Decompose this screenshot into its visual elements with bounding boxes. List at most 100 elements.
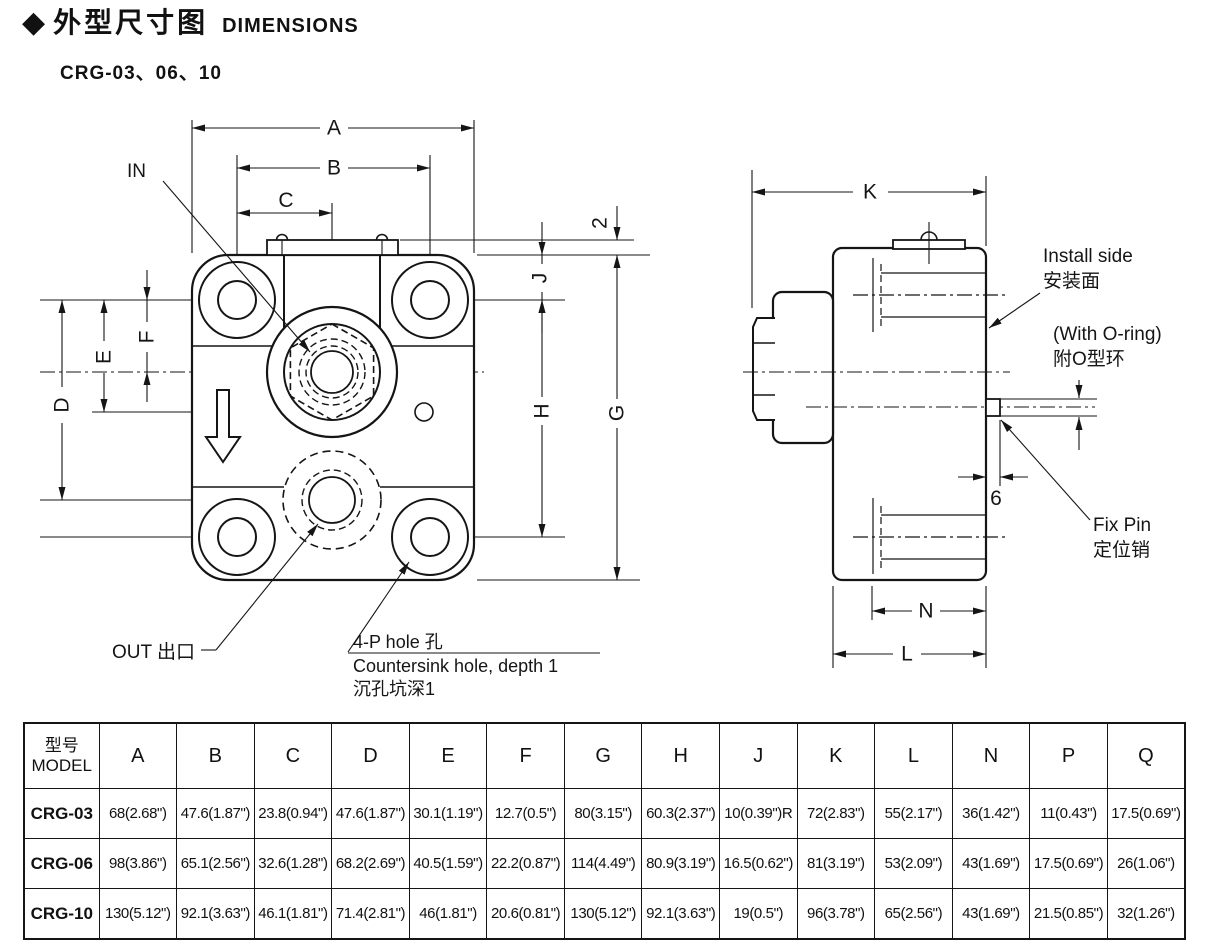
table-header-row: 型号 MODEL A B C D E F G H J K L N P Q bbox=[23, 722, 1186, 789]
side-view-annotations: Install side 安装面 (With O-ring) 附O型环 Fix … bbox=[988, 246, 1162, 561]
dim-cell: 17.5(0.69") bbox=[1029, 838, 1108, 889]
front-view-dimension-lines bbox=[58, 124, 621, 580]
dim-label-2: 2 bbox=[589, 217, 612, 229]
table-header-col: H bbox=[641, 722, 720, 789]
dim-label-6: 6 bbox=[990, 487, 1002, 510]
dimension-drawings: A B C D E F J H G 2 IN OUT 出口 4-P hole 孔… bbox=[40, 117, 1162, 699]
side-view-drawing: K N L 6 Install side 安装面 (With O-ring) 附… bbox=[743, 170, 1162, 668]
install-side-label-zh: 安装面 bbox=[1043, 270, 1100, 292]
dim-cell: 40.5(1.59") bbox=[408, 838, 488, 889]
dim-cell: 65.1(2.56") bbox=[176, 838, 255, 889]
dim-label-e: E bbox=[93, 350, 116, 364]
table-header-col: J bbox=[719, 722, 798, 789]
oring-label-en: (With O-ring) bbox=[1053, 324, 1162, 345]
model-cell: CRG-10 bbox=[23, 888, 100, 940]
top-bolt-bore bbox=[853, 258, 1005, 332]
hole-note-line3: 沉孔坑深1 bbox=[353, 679, 435, 699]
cartridge-flange bbox=[771, 290, 835, 445]
table-row: CRG-06 98(3.86") 65.1(2.56") 32.6(1.28")… bbox=[23, 838, 1186, 889]
countersink-note: 4-P hole 孔 Countersink hole, depth 1 沉孔坑… bbox=[353, 632, 558, 699]
dim-cell: 80.9(3.19") bbox=[641, 838, 720, 889]
dim-cell: 72(2.83") bbox=[796, 788, 876, 839]
table-header-model-zh: 型号 bbox=[44, 736, 79, 755]
dim-label-f: F bbox=[136, 331, 159, 344]
table-header-col: Q bbox=[1106, 722, 1186, 789]
dim-label-c: C bbox=[278, 189, 293, 212]
dim-cell: 92.1(3.63") bbox=[641, 888, 720, 940]
dim-cell: 65(2.56") bbox=[874, 888, 953, 940]
dim-cell: 46(1.81") bbox=[408, 888, 488, 940]
dim-cell: 10(0.39")R bbox=[719, 788, 798, 839]
dim-cell: 130(5.12") bbox=[563, 888, 643, 940]
dim-label-b: B bbox=[327, 157, 341, 180]
table-row: CRG-10 130(5.12") 92.1(3.63") 46.1(1.81"… bbox=[23, 888, 1186, 940]
front-view-body bbox=[190, 233, 476, 582]
dim-cell: 26(1.06") bbox=[1106, 838, 1186, 889]
hex-plug-side bbox=[752, 317, 775, 421]
page-title-zh: 外型尺寸图 bbox=[53, 7, 209, 38]
dim-label-g: G bbox=[606, 405, 629, 421]
dim-cell: 47.6(1.87") bbox=[331, 788, 410, 839]
side-view-body bbox=[743, 222, 1097, 582]
front-view-dimension-labels: A B C D E F J H G 2 bbox=[51, 117, 629, 422]
oring-label-zh: 附O型环 bbox=[1053, 348, 1125, 370]
page-title: ◆ 外型尺寸图 DIMENSIONS bbox=[22, 6, 359, 40]
dim-cell: 43(1.69") bbox=[951, 888, 1031, 940]
dim-cell: 43(1.69") bbox=[951, 838, 1031, 889]
dim-cell: 60.3(2.37") bbox=[641, 788, 720, 839]
fix-pin bbox=[985, 398, 1001, 417]
dim-cell: 68(2.68") bbox=[98, 788, 178, 839]
model-cell: CRG-03 bbox=[23, 788, 100, 839]
install-side-leader-line bbox=[988, 292, 1041, 329]
hole-note-line2: Countersink hole, depth 1 bbox=[353, 656, 558, 676]
dim-cell: 68.2(2.69") bbox=[331, 838, 410, 889]
dim-label-j: J bbox=[529, 273, 552, 284]
dim-cell: 53(2.09") bbox=[874, 838, 953, 889]
mounting-tab bbox=[266, 239, 399, 256]
front-view-drawing: A B C D E F J H G 2 IN OUT 出口 4-P hole 孔… bbox=[40, 117, 650, 699]
dim-cell: 30.1(1.19") bbox=[408, 788, 488, 839]
side-view-dimension-lines bbox=[751, 170, 1083, 668]
dim-label-d: D bbox=[51, 397, 74, 412]
table-header-col: E bbox=[408, 722, 488, 789]
table-header-model: 型号 MODEL bbox=[23, 722, 100, 789]
fix-pin-leader-line bbox=[1000, 419, 1091, 521]
dim-label-l: L bbox=[901, 643, 913, 666]
dim-cell: 36(1.42") bbox=[951, 788, 1031, 839]
side-view-dimension-labels: K N L 6 bbox=[863, 181, 1002, 666]
table-header-col: L bbox=[874, 722, 953, 789]
dim-cell: 20.6(0.81") bbox=[486, 888, 565, 940]
dim-label-k: K bbox=[863, 181, 877, 204]
table-header-col: N bbox=[951, 722, 1031, 789]
diamond-icon: ◆ bbox=[22, 6, 46, 39]
table-header-col: K bbox=[796, 722, 876, 789]
dim-cell: 92.1(3.63") bbox=[176, 888, 255, 940]
fix-pin-label-zh: 定位销 bbox=[1093, 539, 1150, 561]
dim-cell: 46.1(1.81") bbox=[253, 888, 333, 940]
dim-label-n: N bbox=[918, 600, 933, 623]
dimensions-table: 型号 MODEL A B C D E F G H J K L N P Q CRG… bbox=[23, 722, 1186, 940]
dim-cell: 32.6(1.28") bbox=[253, 838, 333, 889]
install-side-label-en: Install side bbox=[1043, 246, 1133, 267]
dim-cell: 47.6(1.87") bbox=[176, 788, 255, 839]
dim-label-h: H bbox=[531, 403, 554, 418]
screw-dome-icon bbox=[375, 233, 389, 241]
out-leader-line bbox=[215, 523, 319, 651]
table-header-col: G bbox=[563, 722, 643, 789]
flow-arrow-icon bbox=[204, 389, 242, 464]
fix-pin-label-en: Fix Pin bbox=[1093, 515, 1151, 536]
table-header-col: D bbox=[331, 722, 410, 789]
table-header-col: A bbox=[98, 722, 178, 789]
bolt-holes bbox=[198, 261, 469, 576]
dim-cell: 17.5(0.69") bbox=[1106, 788, 1186, 839]
in-leader-line bbox=[162, 180, 311, 353]
dim-cell: 16.5(0.62") bbox=[719, 838, 798, 889]
model-cell: CRG-06 bbox=[23, 838, 100, 889]
dim-cell: 21.5(0.85") bbox=[1029, 888, 1108, 940]
model-series-subtitle: CRG-03、06、10 bbox=[60, 63, 222, 84]
dim-cell: 55(2.17") bbox=[874, 788, 953, 839]
front-view-annotations: IN OUT 出口 4-P hole 孔 Countersink hole, d… bbox=[112, 161, 600, 699]
table-row: CRG-03 68(2.68") 47.6(1.87") 23.8(0.94")… bbox=[23, 788, 1186, 839]
dim-cell: 32(1.26") bbox=[1106, 888, 1186, 940]
table-header-col: C bbox=[253, 722, 333, 789]
